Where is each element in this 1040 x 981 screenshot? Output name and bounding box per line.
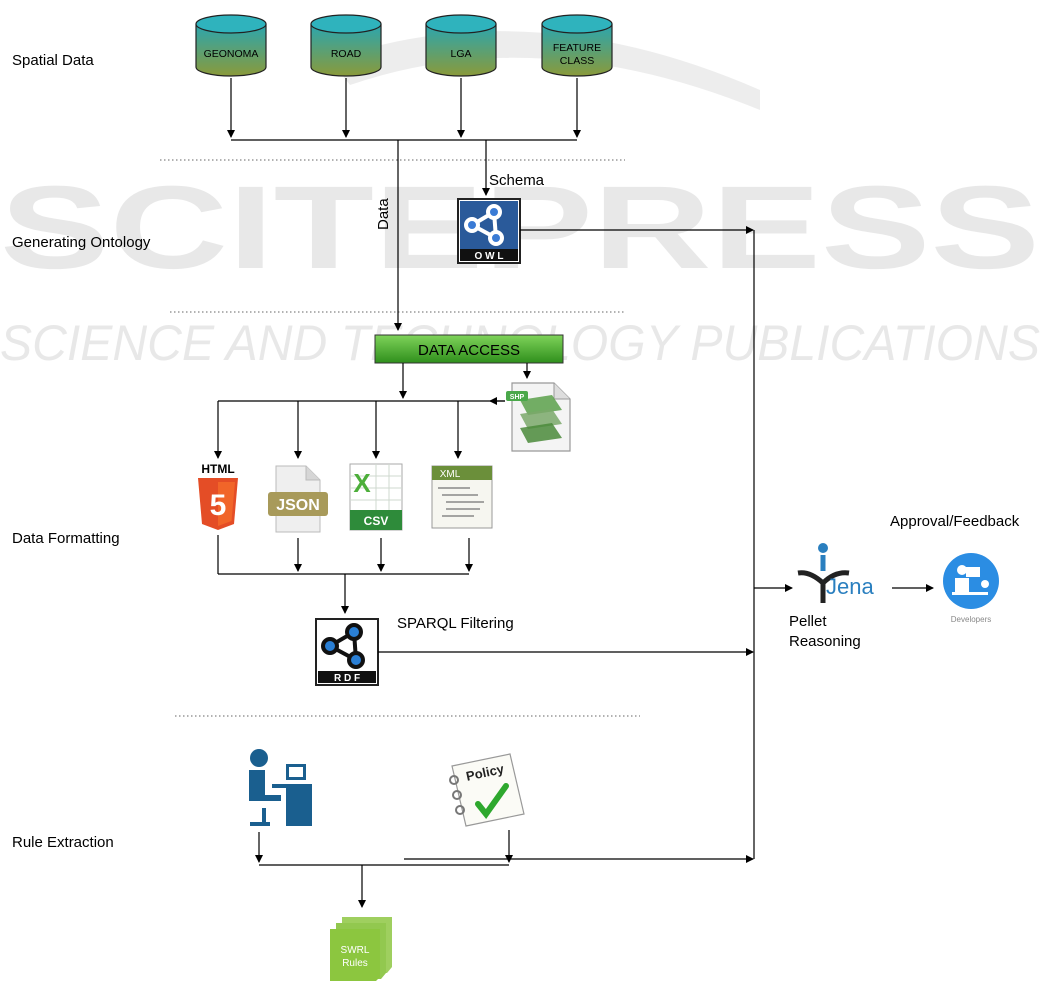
- pellet-label: Pellet: [789, 613, 827, 630]
- database-lga-label: LGA: [450, 48, 471, 60]
- database-class-label: CLASS: [560, 55, 594, 67]
- developers-icon: [943, 553, 999, 609]
- schema-label: Schema: [489, 172, 545, 189]
- xml-icon-text: XML: [440, 469, 461, 480]
- swrl-line2: Rules: [342, 958, 368, 969]
- data-access-box: DATA ACCESS: [374, 334, 564, 364]
- database-geonoma-label: GEONOMA: [204, 48, 259, 60]
- policy-icon: Policy: [449, 753, 525, 827]
- shapefile-icon: SHP: [506, 382, 571, 452]
- data-access-label: DATA ACCESS: [418, 342, 520, 359]
- csv-glyph: X: [353, 468, 371, 498]
- jena-icon: Jena: [797, 543, 874, 603]
- rdf-icon-text: R D F: [334, 673, 360, 684]
- database-feature-class: FEATURE CLASS: [541, 14, 613, 77]
- stage-label-rule-extraction: Rule Extraction: [12, 834, 114, 851]
- stage-label-data-formatting: Data Formatting: [12, 530, 120, 547]
- swrl-rules-icon: SWRL Rules: [330, 917, 392, 981]
- html5-tag: HTML: [201, 462, 234, 476]
- xml-icon: XML: [431, 465, 493, 529]
- jena-icon-text: Jena: [826, 574, 874, 599]
- reasoning-label: Reasoning: [789, 633, 861, 650]
- stage-label-generating-ontology: Generating Ontology: [12, 234, 151, 251]
- format-connectors: [214, 363, 531, 459]
- html5-glyph: 5: [210, 489, 227, 522]
- csv-icon-text: CSV: [364, 514, 389, 528]
- shapefile-tag: SHP: [510, 394, 525, 401]
- user-desk-icon: [249, 749, 312, 826]
- database-road: ROAD: [310, 14, 382, 77]
- stage-label-spatial-data: Spatial Data: [12, 52, 94, 69]
- owl-icon: O W L: [457, 198, 521, 264]
- database-lga: LGA: [425, 14, 497, 77]
- rule-connectors: [255, 830, 513, 908]
- database-geonoma: GEONOMA: [195, 14, 267, 77]
- owl-icon-text: O W L: [475, 251, 504, 262]
- rdf-icon: R D F: [315, 618, 379, 686]
- rdf-connectors: [217, 535, 473, 614]
- database-road-label: ROAD: [331, 48, 362, 60]
- approval-feedback-label: Approval/Feedback: [890, 513, 1020, 530]
- html5-icon: HTML 5: [198, 462, 238, 530]
- sparql-filtering-label: SPARQL Filtering: [397, 615, 514, 632]
- database-feature-label: FEATURE: [553, 42, 601, 54]
- json-icon-text: JSON: [276, 497, 320, 514]
- csv-icon: X CSV: [349, 463, 403, 531]
- swrl-line1: SWRL: [341, 945, 370, 956]
- developers-label: Developers: [951, 615, 991, 624]
- json-icon: JSON: [268, 465, 328, 533]
- db-connectors: [227, 78, 581, 331]
- data-label: Data: [375, 198, 392, 230]
